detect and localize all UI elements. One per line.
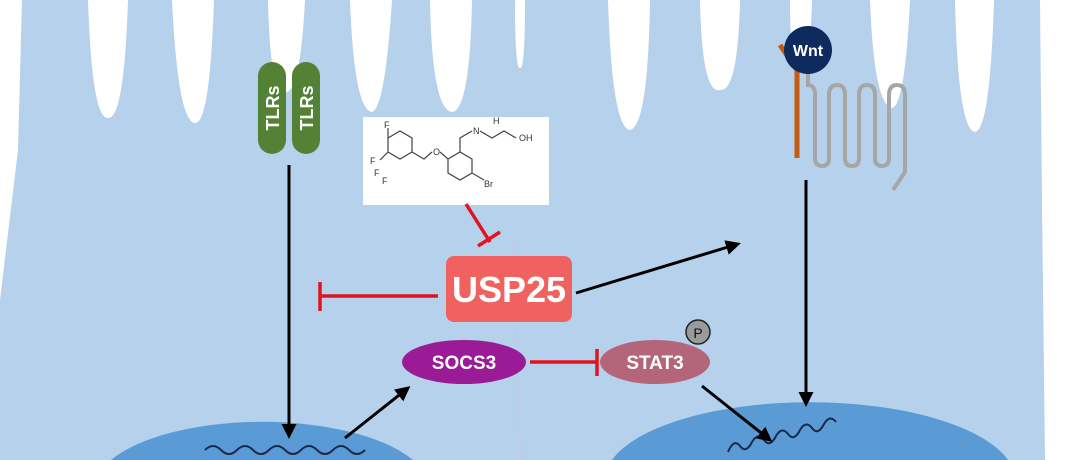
dna-left-icon — [204, 445, 366, 455]
atom-oh: OH — [519, 133, 533, 143]
tlr-receptor: TLRs TLRs — [258, 62, 320, 154]
inhibition-bar — [477, 230, 501, 248]
usp25-label: USP25 — [452, 269, 566, 310]
phospho-icon — [685, 319, 711, 345]
wnt-ligand — [784, 26, 832, 74]
atom-f3: F — [382, 176, 388, 186]
atom-f2: F — [374, 168, 380, 178]
stat3-node — [600, 340, 710, 384]
frizzled-icon — [806, 58, 907, 192]
nucleus-right — [612, 402, 1008, 460]
atom-n: N — [473, 126, 480, 136]
compound-inhibition — [464, 203, 492, 243]
atom-f: F — [384, 120, 390, 130]
tlr-label-2: TLRs — [297, 86, 317, 131]
tlr-label-1: TLRs — [263, 86, 283, 131]
phospho-label: P — [693, 325, 702, 341]
socs3-label: SOCS3 — [432, 353, 496, 374]
compound-structure: F F F F O H N OH Br — [363, 116, 549, 205]
atom-br: Br — [484, 179, 493, 189]
wnt-label: Wnt — [793, 43, 824, 60]
nucleus-socs3-arrow — [344, 386, 411, 440]
stat3-label: STAT3 — [626, 353, 683, 374]
atom-h: H — [493, 116, 500, 126]
atom-f1: F — [370, 156, 376, 166]
stat3-nucleus-arrow — [701, 384, 773, 442]
usp25-wnt-arrow — [575, 240, 741, 295]
usp25-box — [446, 256, 572, 322]
nucleus-left — [111, 421, 413, 460]
atom-o: O — [433, 147, 440, 157]
dna-right-icon — [727, 417, 837, 453]
socs3-node — [402, 340, 526, 384]
wnt-receptor: Wnt — [777, 26, 907, 192]
